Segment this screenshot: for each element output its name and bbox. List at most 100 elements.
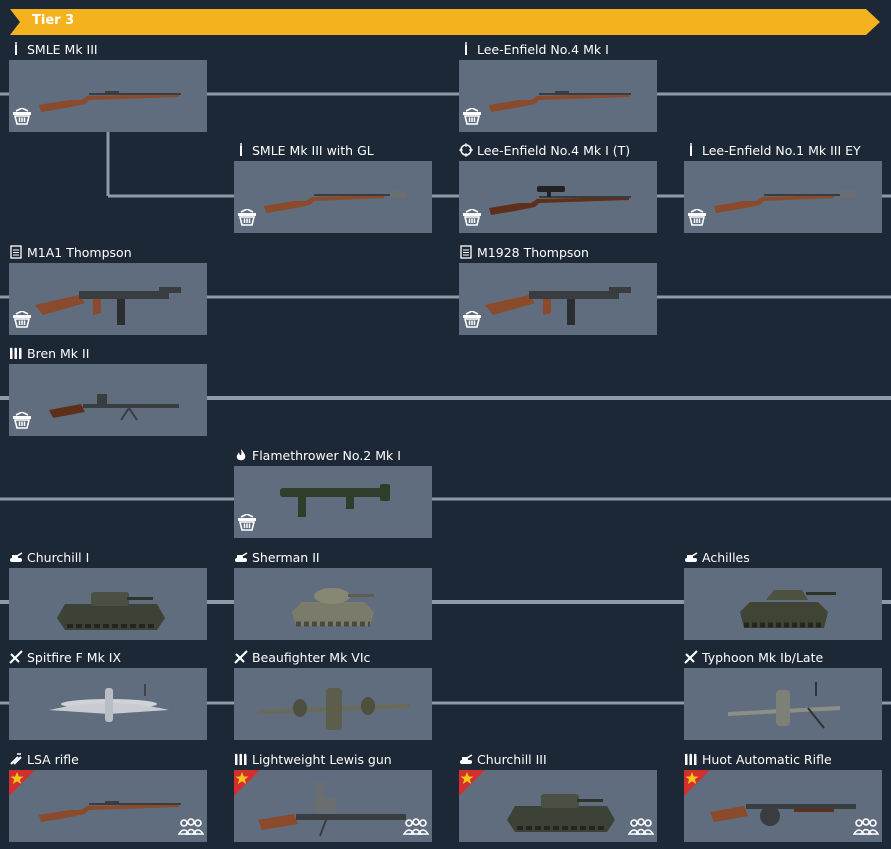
unit-image[interactable] — [459, 60, 657, 132]
unit-card-header: Sherman II — [234, 548, 432, 566]
fighter-icon — [9, 650, 23, 664]
unit-card-header: SMLE Mk III — [9, 40, 207, 58]
unit-name: Bren Mk II — [27, 345, 90, 361]
unit-card-m1928-thompson[interactable]: M1928 Thompson — [459, 243, 657, 335]
unit-image[interactable] — [234, 466, 432, 538]
unit-image[interactable] — [234, 668, 432, 740]
unit-image[interactable] — [234, 770, 432, 842]
unit-card-header: Spitfire F Mk IX — [9, 648, 207, 666]
unit-card-huot-ar[interactable]: Huot Automatic Rifle — [684, 750, 882, 842]
unit-card-header: SMLE Mk III with GL — [234, 141, 432, 159]
unit-card-header: Churchill III — [459, 750, 657, 768]
unit-card-bren-mk2[interactable]: Bren Mk II — [9, 344, 207, 436]
shop-icon[interactable] — [12, 310, 32, 332]
squad-icon — [177, 818, 205, 839]
unit-image[interactable] — [684, 161, 882, 233]
unit-card-header: Flamethrower No.2 Mk I — [234, 446, 432, 464]
rifle-icon — [459, 42, 473, 56]
tier-banner-shape — [10, 9, 880, 35]
unit-image[interactable] — [459, 161, 657, 233]
unit-image[interactable] — [9, 60, 207, 132]
tier-banner: Tier 3 — [10, 9, 880, 35]
unit-name: SMLE Mk III with GL — [252, 142, 374, 158]
ammo-icon — [9, 752, 23, 766]
unit-image[interactable] — [9, 263, 207, 335]
unit-card-header: Churchill I — [9, 548, 207, 566]
tank-icon — [684, 550, 698, 564]
shop-icon[interactable] — [462, 208, 482, 230]
unit-card-header: Huot Automatic Rifle — [684, 750, 882, 768]
unit-card-churchill-1[interactable]: Churchill I — [9, 548, 207, 640]
premium-star-icon — [234, 770, 260, 800]
smg-icon — [9, 245, 23, 259]
squad-icon — [852, 818, 880, 839]
mg-icon — [9, 346, 23, 360]
unit-card-beaufighter[interactable]: Beaufighter Mk VIc — [234, 648, 432, 740]
unit-card-header: Bren Mk II — [9, 344, 207, 362]
unit-image[interactable] — [459, 770, 657, 842]
shop-icon[interactable] — [12, 107, 32, 129]
tank-icon — [459, 752, 473, 766]
unit-name: M1A1 Thompson — [27, 244, 132, 260]
unit-image[interactable] — [459, 263, 657, 335]
unit-name: Lee-Enfield No.4 Mk I (T) — [477, 142, 631, 158]
unit-card-lee-enfield-no4-mk1-t[interactable]: Lee-Enfield No.4 Mk I (T) — [459, 141, 657, 233]
shop-icon[interactable] — [687, 208, 707, 230]
unit-image[interactable] — [9, 668, 207, 740]
unit-name: M1928 Thompson — [477, 244, 589, 260]
fighter-icon — [684, 650, 698, 664]
unit-image[interactable] — [684, 668, 882, 740]
unit-card-lewis-light[interactable]: Lightweight Lewis gun — [234, 750, 432, 842]
unit-card-smle-mk3[interactable]: SMLE Mk III — [9, 40, 207, 132]
unit-card-churchill-3[interactable]: Churchill III — [459, 750, 657, 842]
unit-image[interactable] — [9, 364, 207, 436]
tank-icon — [234, 550, 248, 564]
shop-icon[interactable] — [237, 208, 257, 230]
unit-image[interactable] — [684, 568, 882, 640]
tier-label: Tier 3 — [32, 13, 75, 28]
squad-icon — [627, 818, 655, 839]
smg-icon — [459, 245, 473, 259]
unit-card-m1a1-thompson[interactable]: M1A1 Thompson — [9, 243, 207, 335]
scope-icon — [459, 143, 473, 157]
unit-name: Churchill I — [27, 549, 90, 565]
premium-star-icon — [9, 770, 35, 800]
premium-star-icon — [459, 770, 485, 800]
unit-card-header: Lightweight Lewis gun — [234, 750, 432, 768]
unit-image[interactable] — [9, 568, 207, 640]
unit-name: Spitfire F Mk IX — [27, 649, 122, 665]
unit-name: Flamethrower No.2 Mk I — [252, 447, 401, 463]
unit-image[interactable] — [684, 770, 882, 842]
unit-name: Beaufighter Mk VIc — [252, 649, 371, 665]
flame-icon — [234, 448, 248, 462]
unit-name: Achilles — [702, 549, 750, 565]
unit-card-spitfire-f9[interactable]: Spitfire F Mk IX — [9, 648, 207, 740]
unit-card-smle-mk3-gl[interactable]: SMLE Mk III with GL — [234, 141, 432, 233]
unit-card-achilles[interactable]: Achilles — [684, 548, 882, 640]
rifle-icon — [9, 42, 23, 56]
unit-card-lsa-rifle[interactable]: LSA rifle — [9, 750, 207, 842]
unit-card-header: LSA rifle — [9, 750, 207, 768]
unit-name: LSA rifle — [27, 751, 79, 767]
unit-image[interactable] — [234, 161, 432, 233]
shop-icon[interactable] — [237, 513, 257, 535]
unit-card-flamethrower-no2[interactable]: Flamethrower No.2 Mk I — [234, 446, 432, 538]
unit-card-header: M1928 Thompson — [459, 243, 657, 261]
unit-name: Lightweight Lewis gun — [252, 751, 392, 767]
shop-icon[interactable] — [12, 411, 32, 433]
shop-icon[interactable] — [462, 310, 482, 332]
unit-card-lee-enfield-no1-mk3-ey[interactable]: Lee-Enfield No.1 Mk III EY — [684, 141, 882, 233]
unit-image[interactable] — [234, 568, 432, 640]
unit-card-typhoon[interactable]: Typhoon Mk Ib/Late — [684, 648, 882, 740]
unit-card-header: Lee-Enfield No.4 Mk I — [459, 40, 657, 58]
unit-card-sherman-2[interactable]: Sherman II — [234, 548, 432, 640]
unit-name: Churchill III — [477, 751, 547, 767]
unit-name: Lee-Enfield No.4 Mk I — [477, 41, 609, 57]
unit-card-lee-enfield-no4-mk1[interactable]: Lee-Enfield No.4 Mk I — [459, 40, 657, 132]
shop-icon[interactable] — [462, 107, 482, 129]
rifle-icon — [234, 143, 248, 157]
unit-image[interactable] — [9, 770, 207, 842]
squad-icon — [402, 818, 430, 839]
unit-name: Typhoon Mk Ib/Late — [702, 649, 824, 665]
